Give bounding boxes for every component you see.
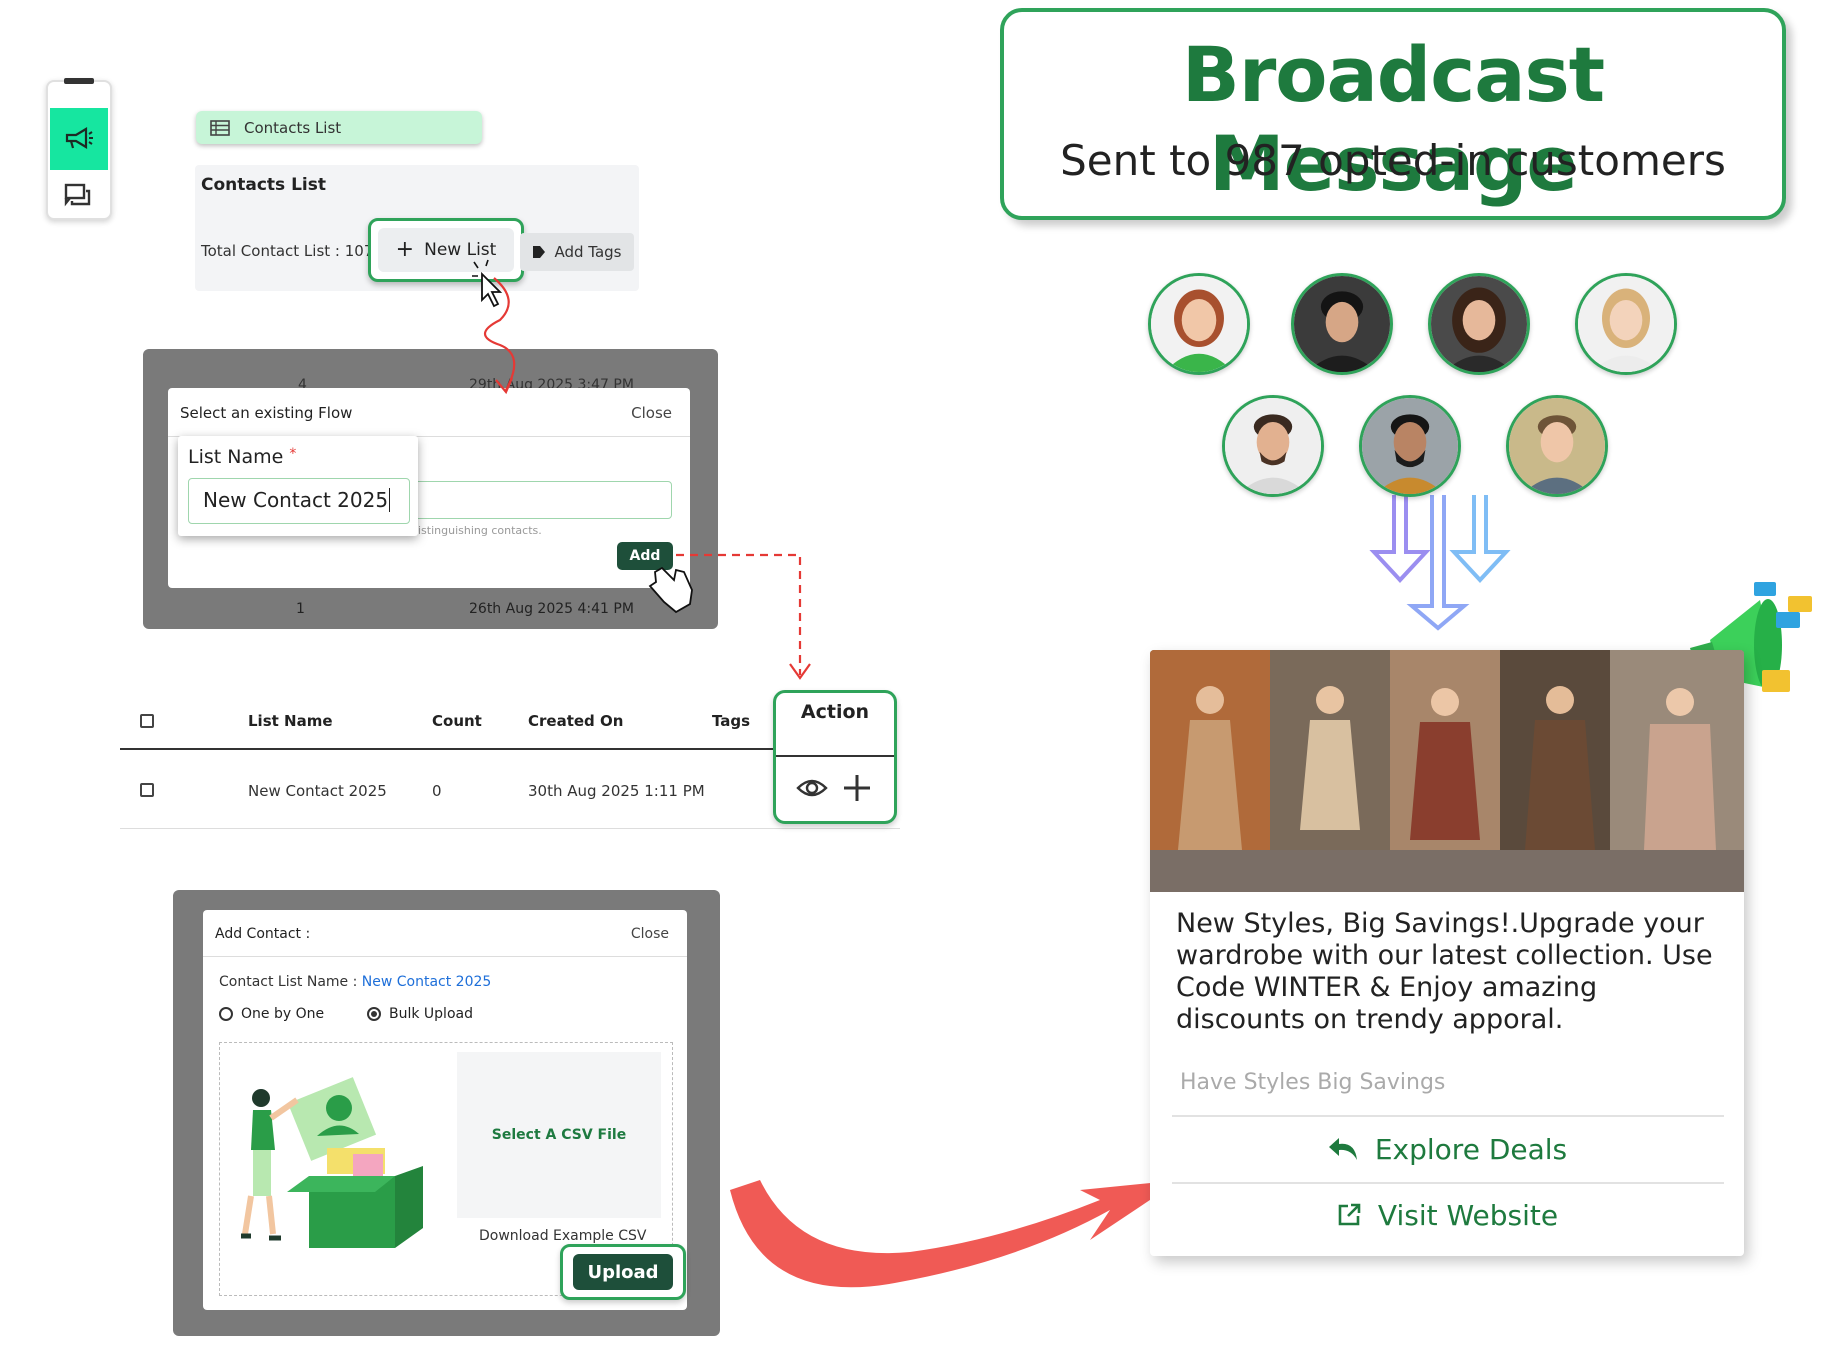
help-text: istinguishing contacts. bbox=[418, 524, 542, 537]
upload-dropzone[interactable] bbox=[219, 1042, 673, 1296]
megaphone-icon bbox=[65, 127, 93, 149]
broadcast-nav-item[interactable] bbox=[50, 108, 108, 170]
contact-lists-table: List Name Count Created On Tags New Cont… bbox=[120, 690, 900, 830]
radio-bulk-upload[interactable]: Bulk Upload bbox=[367, 1006, 473, 1022]
click-burst-icon bbox=[472, 259, 489, 277]
panel-heading: Contacts List bbox=[201, 175, 327, 195]
customer-avatar bbox=[1222, 395, 1324, 497]
list-name-label: List Name * bbox=[188, 446, 297, 468]
download-example-link[interactable]: Download Example CSV bbox=[479, 1228, 647, 1244]
customer-avatar bbox=[1359, 395, 1461, 497]
new-list-label: New List bbox=[424, 240, 497, 260]
new-list-button[interactable]: + New List bbox=[368, 218, 524, 282]
broadcast-subtitle: Sent to 987 opted-in customers bbox=[1060, 136, 1726, 185]
bg-row-number: 1 bbox=[296, 601, 305, 617]
visit-website-button[interactable]: Visit Website bbox=[1150, 1190, 1744, 1240]
phone-notch bbox=[64, 78, 94, 84]
cell-count: 0 bbox=[432, 782, 442, 800]
explore-deals-button[interactable]: Explore Deals bbox=[1150, 1124, 1744, 1174]
radio-one-by-one[interactable]: One by One bbox=[219, 1006, 324, 1022]
contacts-list-tab-label: Contacts List bbox=[244, 118, 342, 137]
row-checkbox[interactable] bbox=[140, 783, 154, 797]
message-footer: Have Styles Big Savings bbox=[1180, 1070, 1446, 1095]
plus-icon[interactable] bbox=[842, 773, 872, 803]
tag-icon bbox=[533, 246, 546, 258]
close-button[interactable]: Close bbox=[631, 404, 672, 422]
cell-list-name: New Contact 2025 bbox=[248, 782, 387, 800]
down-arrow-icon bbox=[1449, 495, 1511, 583]
action-header: Action bbox=[800, 701, 870, 723]
customer-avatar bbox=[1148, 273, 1250, 375]
row-rule bbox=[120, 828, 900, 829]
divider bbox=[203, 956, 687, 957]
upload-button-highlight: Upload bbox=[560, 1244, 686, 1300]
eye-icon[interactable] bbox=[796, 776, 828, 800]
broadcast-message-card: New Styles, Big Savings!.Upgrade your wa… bbox=[1150, 650, 1744, 1256]
cell-created-on: 30th Aug 2025 1:11 PM bbox=[528, 782, 705, 800]
column-header: Tags bbox=[712, 712, 751, 730]
dashed-arrow bbox=[676, 553, 802, 675]
divider bbox=[1172, 1115, 1724, 1117]
fashion-banner-image bbox=[1150, 650, 1744, 892]
customer-avatar bbox=[1291, 273, 1393, 375]
reply-icon bbox=[1328, 1138, 1357, 1160]
curl-arrow bbox=[483, 277, 516, 391]
total-contact-count: Total Contact List : 107 bbox=[201, 242, 374, 260]
add-tags-button[interactable]: Add Tags bbox=[520, 233, 634, 271]
modal-title: Select an existing Flow bbox=[180, 404, 353, 422]
broadcast-title: Broadcast Message bbox=[1181, 30, 1605, 208]
table-icon bbox=[210, 119, 230, 136]
arrow-head bbox=[495, 377, 514, 395]
hand-cursor-icon bbox=[648, 566, 693, 614]
list-name-popup: List Name * New Contact 2025 bbox=[178, 436, 418, 536]
message-body: New Styles, Big Savings!.Upgrade your wa… bbox=[1176, 908, 1713, 1035]
header-rule bbox=[776, 755, 894, 757]
bg-row-date: 26th Aug 2025 4:41 PM bbox=[469, 601, 634, 617]
add-tags-label: Add Tags bbox=[554, 243, 622, 261]
bg-row-number: 4 bbox=[298, 377, 307, 393]
down-arrow-icon bbox=[1369, 495, 1431, 583]
required-mark: * bbox=[289, 446, 297, 462]
customer-avatar bbox=[1575, 273, 1677, 375]
side-rail bbox=[46, 78, 112, 220]
add-contact-modal: Add Contact : Close Contact List Name : … bbox=[203, 910, 687, 1310]
customer-avatar bbox=[1506, 395, 1608, 497]
big-red-arrow bbox=[730, 1180, 1180, 1288]
cursor-icon bbox=[481, 271, 503, 308]
add-button[interactable]: Add bbox=[617, 542, 673, 570]
contact-list-name: Contact List Name : New Contact 2025 bbox=[219, 974, 492, 990]
column-header: List Name bbox=[248, 712, 333, 730]
chat-nav-item[interactable] bbox=[50, 174, 108, 218]
down-arrow-icon bbox=[1406, 495, 1470, 631]
divider bbox=[168, 436, 690, 437]
action-column-highlight: Action bbox=[773, 690, 897, 824]
header-rule bbox=[120, 748, 780, 750]
broadcast-header: Broadcast Message Sent to 987 opted-in c… bbox=[1000, 8, 1786, 220]
column-header: Count bbox=[432, 712, 482, 730]
customer-avatar bbox=[1428, 273, 1530, 375]
select-all-checkbox[interactable] bbox=[140, 714, 154, 728]
flow-modal: Select an existing Flow Close istinguish… bbox=[168, 388, 690, 588]
upload-illustration bbox=[241, 1077, 423, 1248]
plus-icon: + bbox=[395, 237, 415, 262]
external-link-icon bbox=[1338, 1203, 1361, 1226]
radio-selected-icon bbox=[367, 1007, 381, 1021]
contacts-list-tab[interactable]: Contacts List bbox=[196, 111, 482, 144]
modal-title: Add Contact : bbox=[215, 926, 311, 942]
chat-icon bbox=[64, 183, 91, 207]
arrow-head bbox=[789, 663, 811, 680]
radio-icon bbox=[219, 1007, 233, 1021]
contact-list-name-value: New Contact 2025 bbox=[361, 974, 492, 990]
select-csv-button[interactable]: Select A CSV File bbox=[457, 1052, 661, 1218]
list-name-input[interactable]: New Contact 2025 bbox=[188, 478, 410, 524]
column-header: Created On bbox=[528, 712, 624, 730]
close-button[interactable]: Close bbox=[630, 926, 669, 942]
upload-button[interactable]: Upload bbox=[573, 1254, 673, 1290]
divider bbox=[1172, 1182, 1724, 1184]
